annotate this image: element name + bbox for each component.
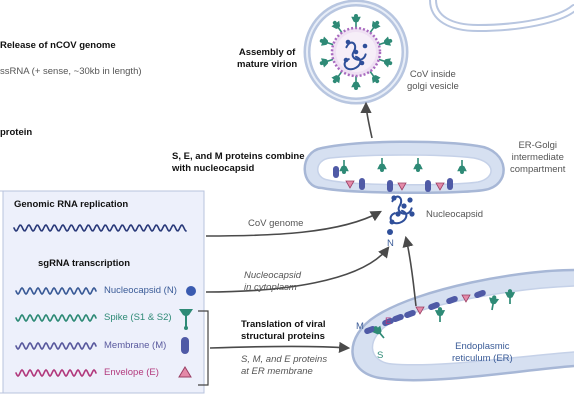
cov-genome-label: CoV genome [248, 218, 304, 229]
nucleocapsid-cytoplasm-label: Nucleocapsid in cytoplasm [244, 270, 302, 293]
arrow-er-to-ergic [402, 235, 417, 307]
legend-nucleocapsid: Nucleocapsid (N) [104, 285, 177, 296]
sme-membrane-label: S, M, and E proteins at ER membrane [241, 354, 328, 377]
e-label: E [385, 316, 392, 327]
er-membrane [351, 268, 574, 382]
spike-rna-wave [15, 313, 97, 323]
compartment-label: ER-Golgi intermediate compartment [510, 140, 566, 175]
membrane-protein-icon [181, 337, 189, 354]
nucleocapsid-label: Nucleocapsid [426, 209, 484, 220]
n-label: N [387, 238, 394, 249]
assembly-label: Assembly of mature virion [237, 47, 298, 70]
nucleocapsid-icon [186, 286, 196, 296]
golgi-vesicle-label: CoV inside golgi vesicle [407, 69, 459, 92]
release-label: Release of nCOV genome [0, 40, 116, 51]
ssrna-label: ssRNA (+ sense, ~30kb in length) [0, 66, 142, 77]
legend-membrane: Membrane (M) [104, 340, 167, 351]
sgrna-title: sgRNA transcription [38, 258, 131, 269]
n-protein-dots [387, 219, 395, 235]
spike-icon [179, 309, 193, 330]
arrow-cov-genome [205, 210, 382, 237]
envelope-icon [178, 366, 192, 378]
combine-label: S, E, and M proteins combine with nucleo… [172, 151, 305, 174]
genomic-rna-wave [13, 224, 187, 232]
arrow-translation [209, 341, 351, 353]
ergic-compartment [303, 140, 505, 195]
structural-bracket [198, 310, 209, 386]
mature-virion [319, 14, 393, 90]
nucleocapsid-complex [389, 195, 415, 225]
membrane-rna-wave [15, 341, 97, 351]
m-label: M [356, 321, 364, 332]
envelope-rna-wave [15, 368, 97, 378]
s-label: S [377, 350, 384, 361]
nucleocapsid-rna-wave [15, 286, 97, 296]
replication-title: Genomic RNA replication [14, 199, 129, 210]
arrow-nucleocapsid-cytoplasm [205, 246, 390, 293]
translation-title: Translation of viral structural proteins [241, 319, 326, 342]
legend-envelope: Envelope (E) [104, 367, 159, 378]
protein-fragment-label: protein [0, 127, 33, 138]
legend-spike: Spike (S1 & S2) [104, 312, 172, 323]
arrow-to-golgi [360, 101, 373, 139]
er-label: Endoplasmic reticulum (ER) [452, 341, 513, 364]
